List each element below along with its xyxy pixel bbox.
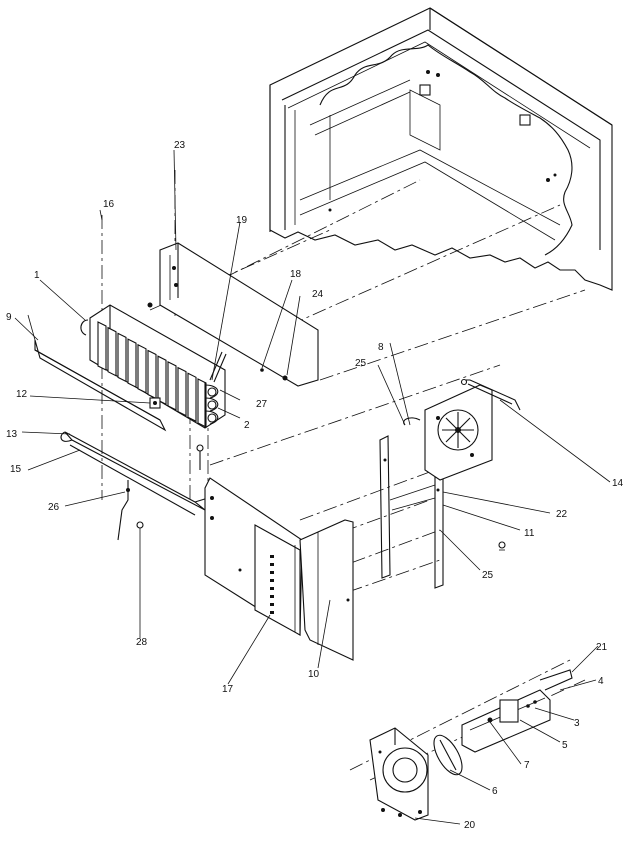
evaporator-front-panel bbox=[299, 519, 354, 661]
drain-trough bbox=[60, 431, 209, 516]
callout-21: 21 bbox=[596, 642, 608, 653]
callout-18: 18 bbox=[290, 269, 302, 280]
evaporator-cover bbox=[147, 242, 319, 387]
callout-23: 23 bbox=[174, 140, 186, 151]
evaporator-fin bbox=[197, 378, 207, 428]
evaporator-fin bbox=[137, 343, 147, 394]
grille-slot bbox=[270, 571, 274, 574]
callout-5: 5 bbox=[562, 740, 568, 751]
callout-15: 15 bbox=[10, 464, 22, 475]
condenser-fan-motor bbox=[461, 669, 573, 753]
evaporator-fin bbox=[107, 326, 117, 377]
heater-terminal bbox=[196, 444, 204, 470]
callout-8: 8 bbox=[378, 342, 384, 353]
screw bbox=[498, 541, 506, 551]
callout-27: 27 bbox=[256, 399, 268, 410]
callout-13: 13 bbox=[6, 429, 18, 440]
callout-20: 20 bbox=[464, 820, 476, 831]
callout-3: 3 bbox=[574, 718, 580, 729]
callout-24: 24 bbox=[312, 289, 324, 300]
callout-28: 28 bbox=[136, 637, 148, 648]
callout-6: 6 bbox=[492, 786, 498, 797]
callout-11: 11 bbox=[524, 528, 535, 539]
leader-lines bbox=[14, 149, 611, 825]
condenser-fan-blade bbox=[433, 734, 463, 776]
condenser-fan-bracket bbox=[369, 727, 429, 821]
grille-slot bbox=[270, 579, 274, 582]
evaporator-coil bbox=[80, 304, 227, 429]
callout-12: 12 bbox=[16, 389, 28, 400]
evaporator-fin bbox=[177, 366, 187, 417]
evaporator-fin bbox=[157, 355, 167, 406]
grille-slot bbox=[270, 555, 274, 558]
drain-tube bbox=[117, 480, 144, 541]
callout-10: 10 bbox=[308, 669, 320, 680]
callout-25-upper: 25 bbox=[355, 358, 367, 369]
callout-22: 22 bbox=[556, 509, 568, 520]
grille-slot bbox=[270, 603, 274, 606]
freezer-cabinet bbox=[269, 7, 613, 291]
callout-14: 14 bbox=[612, 478, 624, 489]
grille-slot bbox=[270, 611, 274, 614]
grille-slot bbox=[270, 595, 274, 598]
evaporator-fin bbox=[127, 338, 137, 388]
callout-17: 17 bbox=[222, 684, 234, 695]
callout-25-lower: 25 bbox=[482, 570, 494, 581]
evaporator-fin bbox=[167, 361, 177, 411]
callout-2: 2 bbox=[244, 420, 250, 431]
fan-wire-harness bbox=[460, 378, 521, 411]
air-duct-grille bbox=[254, 524, 309, 636]
evaporator-fin bbox=[97, 321, 107, 371]
callout-1: 1 bbox=[34, 270, 40, 281]
defrost-thermostat bbox=[149, 397, 161, 409]
evaporator-fan-shroud bbox=[403, 384, 493, 481]
callout-4: 4 bbox=[598, 676, 604, 687]
callout-19: 19 bbox=[236, 215, 248, 226]
evaporator-fin bbox=[147, 349, 157, 400]
grille-slot bbox=[270, 563, 274, 566]
callout-26: 26 bbox=[48, 502, 60, 513]
callouts: 1 2 3 4 5 6 7 8 9 10 11 12 13 14 15 16 1… bbox=[6, 140, 624, 831]
evaporator-fin bbox=[117, 332, 127, 383]
callout-9: 9 bbox=[6, 312, 12, 323]
grille-slot bbox=[270, 587, 274, 590]
evaporator-fin bbox=[187, 372, 197, 423]
callout-16: 16 bbox=[103, 199, 115, 210]
callout-7: 7 bbox=[524, 760, 530, 771]
